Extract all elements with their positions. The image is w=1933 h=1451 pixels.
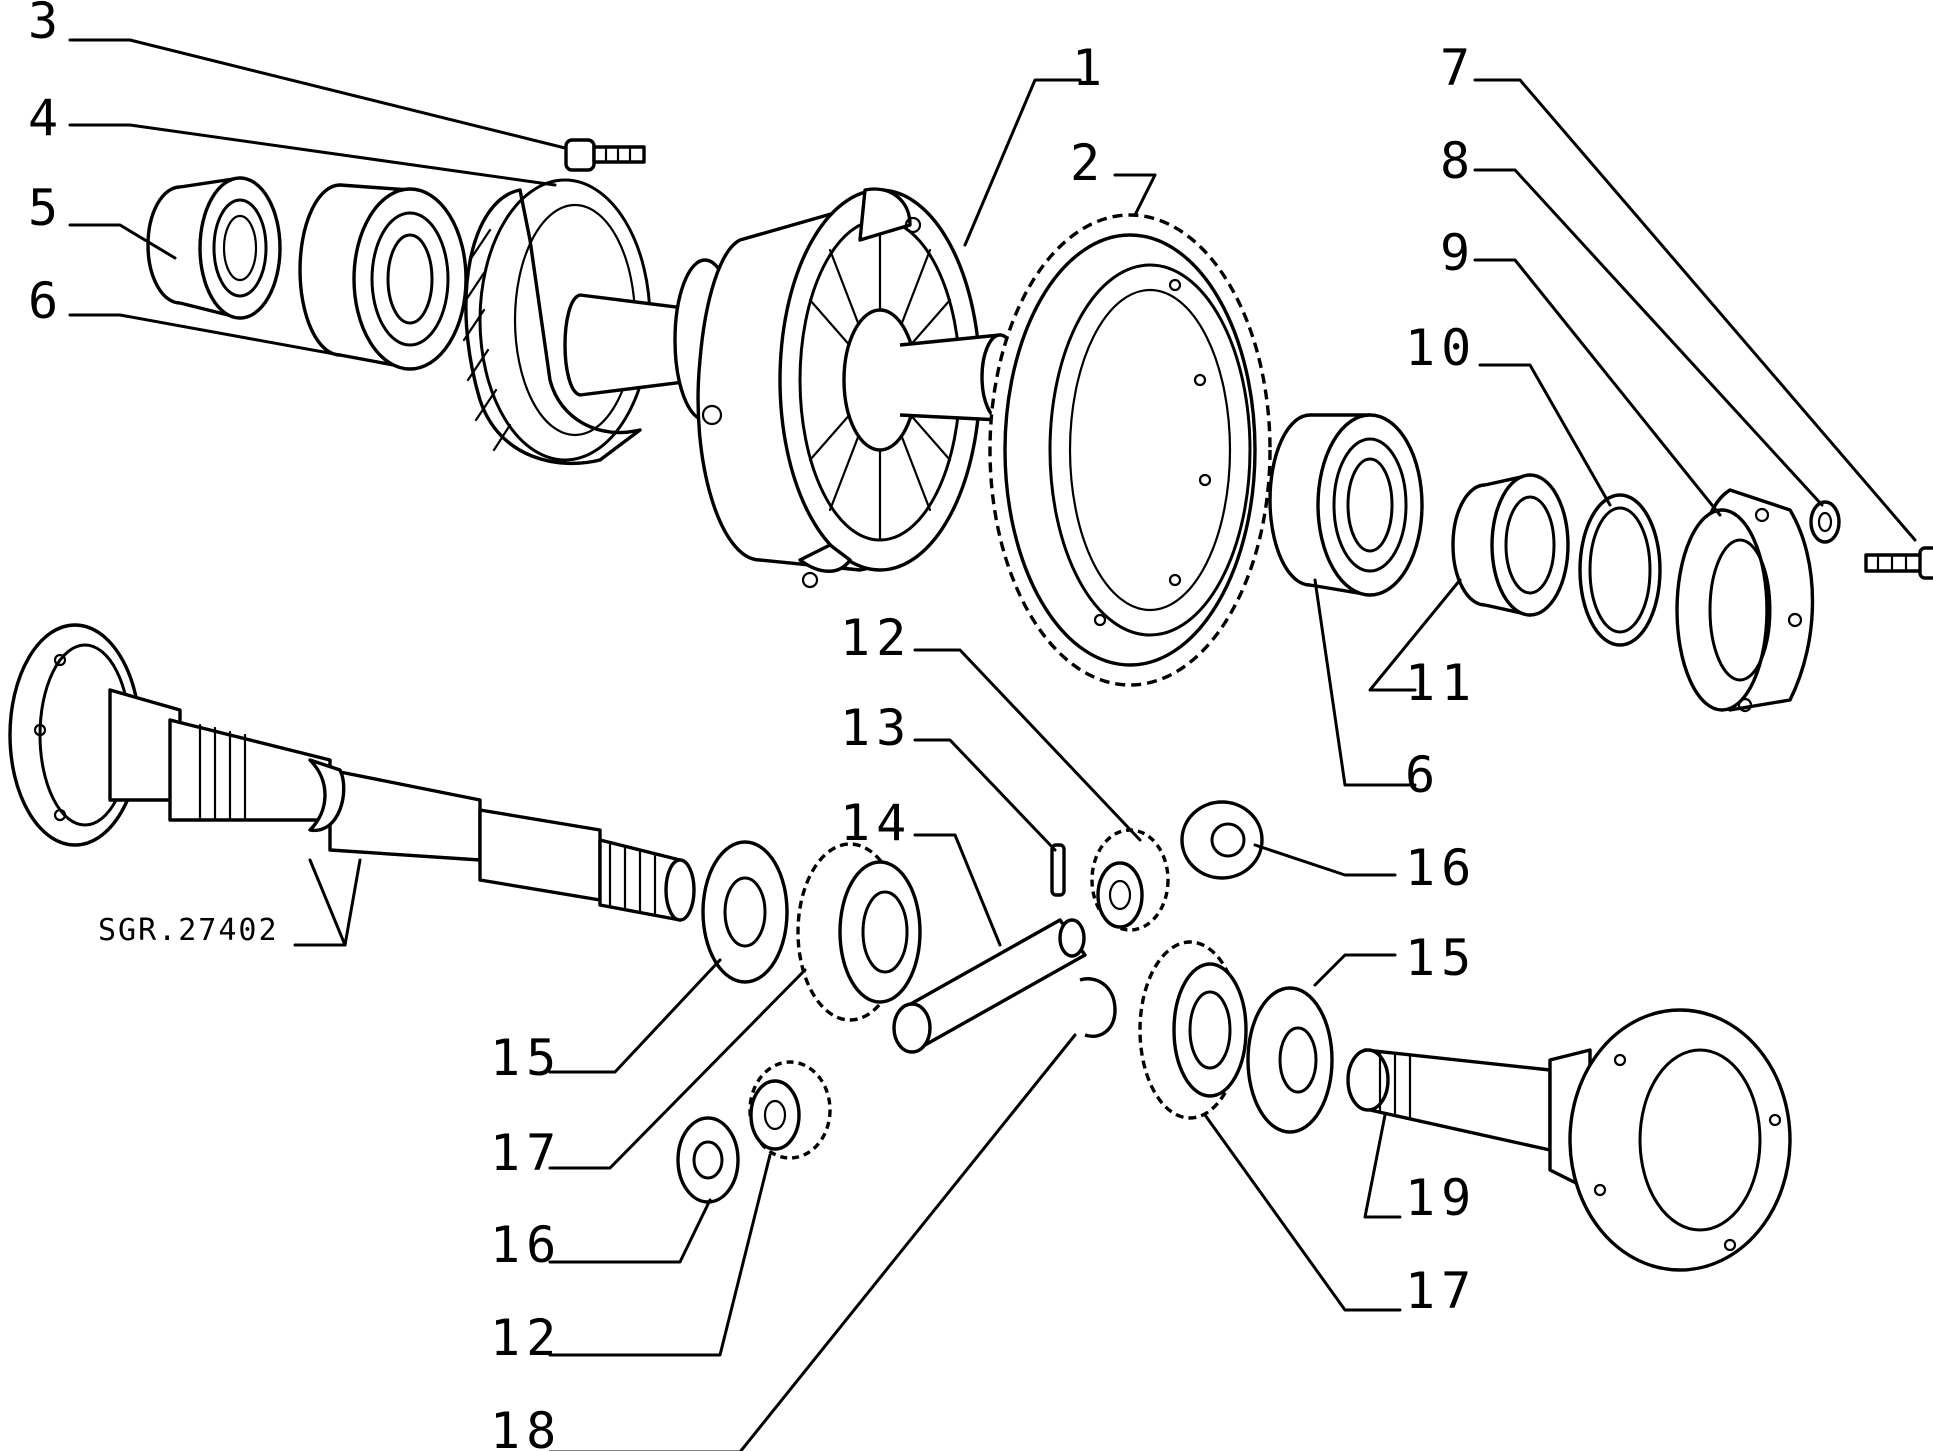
part-12-pinion-upper	[1090, 828, 1170, 932]
callout-3: 3	[28, 0, 64, 50]
leader-15a	[548, 958, 722, 1074]
callout-15: 15	[1405, 929, 1477, 987]
part-1-differential-case	[563, 187, 1020, 589]
part-7-bolt	[1864, 546, 1933, 580]
part-13-pin	[1050, 843, 1066, 897]
part-9-flange-cover	[1675, 488, 1815, 713]
callout-5: 5	[28, 179, 64, 237]
part-8-washer	[1809, 500, 1841, 544]
leader-3	[68, 38, 567, 150]
leader-code-a	[293, 858, 347, 947]
part-14-cross-shaft	[892, 918, 1087, 1054]
callout-8: 8	[1440, 132, 1476, 190]
part-left-axle-shaft	[8, 623, 696, 922]
part-4-tone-ring	[462, 178, 652, 466]
leader-1	[963, 78, 1082, 247]
callout-labels: 3 4 5 6 1 2 7 8 9 10 11 6 12 13 14 16 15…	[28, 0, 1477, 1451]
part-10-shim	[1578, 493, 1662, 647]
leader-7	[1473, 78, 1917, 542]
part-19-output-shaft	[1346, 1008, 1792, 1272]
callout-13: 13	[840, 699, 912, 757]
part-16-washer-upper	[1180, 800, 1264, 880]
callout-12b: 12	[490, 1309, 562, 1367]
leader-13	[913, 738, 1057, 852]
callout-17b: 17	[1405, 1262, 1477, 1320]
leader-5	[68, 223, 177, 260]
leader-12a	[913, 648, 1142, 842]
callout-7: 7	[1440, 39, 1476, 97]
part-16-washer-lower	[676, 1116, 740, 1204]
callout-14: 14	[840, 794, 912, 852]
leader-16b	[548, 1198, 712, 1264]
callout-18: 18	[490, 1402, 562, 1451]
part-6-bearing-right	[1268, 413, 1424, 597]
callout-10: 10	[1405, 319, 1477, 377]
leader-9	[1473, 258, 1722, 517]
leader-17b	[1203, 1113, 1402, 1312]
part-6-bearing-left	[298, 183, 468, 371]
leader-11	[1368, 578, 1462, 692]
leader-19	[1363, 1113, 1402, 1219]
leader-8	[1473, 168, 1824, 507]
part-17-side-gear-left	[796, 842, 922, 1022]
part-15-washer-right	[1246, 986, 1334, 1134]
leader-16a	[1253, 843, 1397, 877]
leader-6a	[68, 313, 342, 357]
callout-12: 12	[840, 609, 912, 667]
callout-6: 6	[28, 272, 64, 330]
leader-17a	[548, 968, 807, 1170]
leader-12b	[548, 1153, 772, 1357]
part-18-circlip	[1079, 977, 1117, 1038]
leader-4	[68, 123, 557, 187]
part-11-oil-seal	[1451, 473, 1570, 617]
leader-14	[913, 833, 1002, 947]
leader-lines	[68, 38, 1917, 1451]
callout-9: 9	[1440, 224, 1476, 282]
leader-2	[1113, 173, 1157, 217]
part-5-oil-seal	[146, 176, 282, 320]
callout-1: 1	[1072, 39, 1108, 97]
part-17-side-gear-right	[1138, 940, 1248, 1120]
part-12-pinion-lower	[748, 1060, 832, 1160]
part-2-crown-wheel	[988, 213, 1272, 687]
callout-11: 11	[1405, 654, 1477, 712]
leader-6b	[1313, 578, 1417, 787]
callout-17: 17	[490, 1124, 562, 1182]
callout-15b: 15	[490, 1029, 562, 1087]
callout-16: 16	[1405, 839, 1477, 897]
callout-16b: 16	[490, 1216, 562, 1274]
leader-15b	[1313, 953, 1397, 987]
part-15-washer-left	[701, 840, 789, 984]
part-3-bolt	[564, 138, 646, 172]
leader-18	[548, 1033, 1077, 1451]
leader-10	[1478, 363, 1612, 507]
reference-code: SGR.27402	[98, 913, 279, 948]
callout-19: 19	[1405, 1169, 1477, 1227]
callout-6b: 6	[1405, 746, 1441, 804]
callout-2: 2	[1070, 134, 1106, 192]
callout-4: 4	[28, 89, 64, 147]
leader-code-b	[343, 858, 362, 947]
